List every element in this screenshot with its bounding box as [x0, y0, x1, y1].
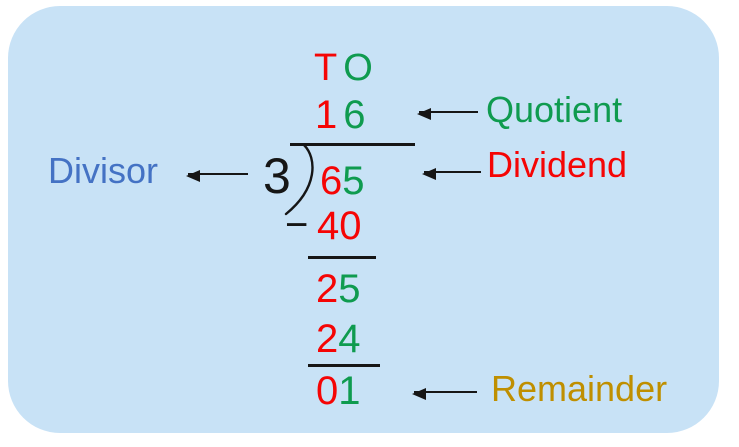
diagram-card — [8, 6, 719, 433]
remainder-ones-digit: 1 — [338, 369, 361, 413]
divisor-digit: 3 — [263, 148, 291, 204]
subtract-ones-digit: 0 — [339, 204, 362, 248]
minus-sign: − — [285, 203, 309, 247]
dividend-arrow-icon — [422, 168, 481, 180]
dividend-label: Dividend — [487, 144, 628, 185]
difference-ones-digit: 5 — [338, 267, 361, 311]
remainder-label: Remainder — [491, 368, 668, 409]
divisor-arrow-icon — [186, 170, 248, 182]
quotient-arrow-icon — [417, 108, 478, 120]
remainder-tens-digit: 0 — [316, 369, 339, 413]
subtraction-line-1 — [308, 256, 376, 259]
place-value-tens: T — [314, 47, 338, 89]
remainder-row: 01 — [316, 371, 361, 411]
division-bracket-icon — [284, 144, 314, 216]
subtract-row: 40 — [317, 206, 362, 246]
divisor-label: Divisor — [48, 150, 159, 191]
remainder-arrow-icon — [412, 388, 477, 400]
quotient-label: Quotient — [486, 89, 623, 130]
subtraction-line-2 — [308, 364, 380, 367]
subtract2-tens-digit: 2 — [316, 317, 339, 361]
subtract2-ones-digit: 4 — [338, 317, 361, 361]
difference-tens-digit: 2 — [316, 267, 339, 311]
dividend-row: 65 — [320, 161, 365, 201]
dividend-ones-digit: 5 — [342, 159, 365, 203]
quotient-tens-digit: 1 — [315, 93, 338, 137]
vinculum-line — [290, 143, 415, 146]
subtract-tens-digit: 4 — [317, 204, 340, 248]
subtract2-row: 24 — [316, 319, 361, 359]
dividend-tens-digit: 6 — [320, 159, 343, 203]
place-value-ones: O — [343, 47, 373, 89]
quotient-ones-digit: 6 — [343, 93, 366, 137]
difference-row: 25 — [316, 269, 361, 309]
